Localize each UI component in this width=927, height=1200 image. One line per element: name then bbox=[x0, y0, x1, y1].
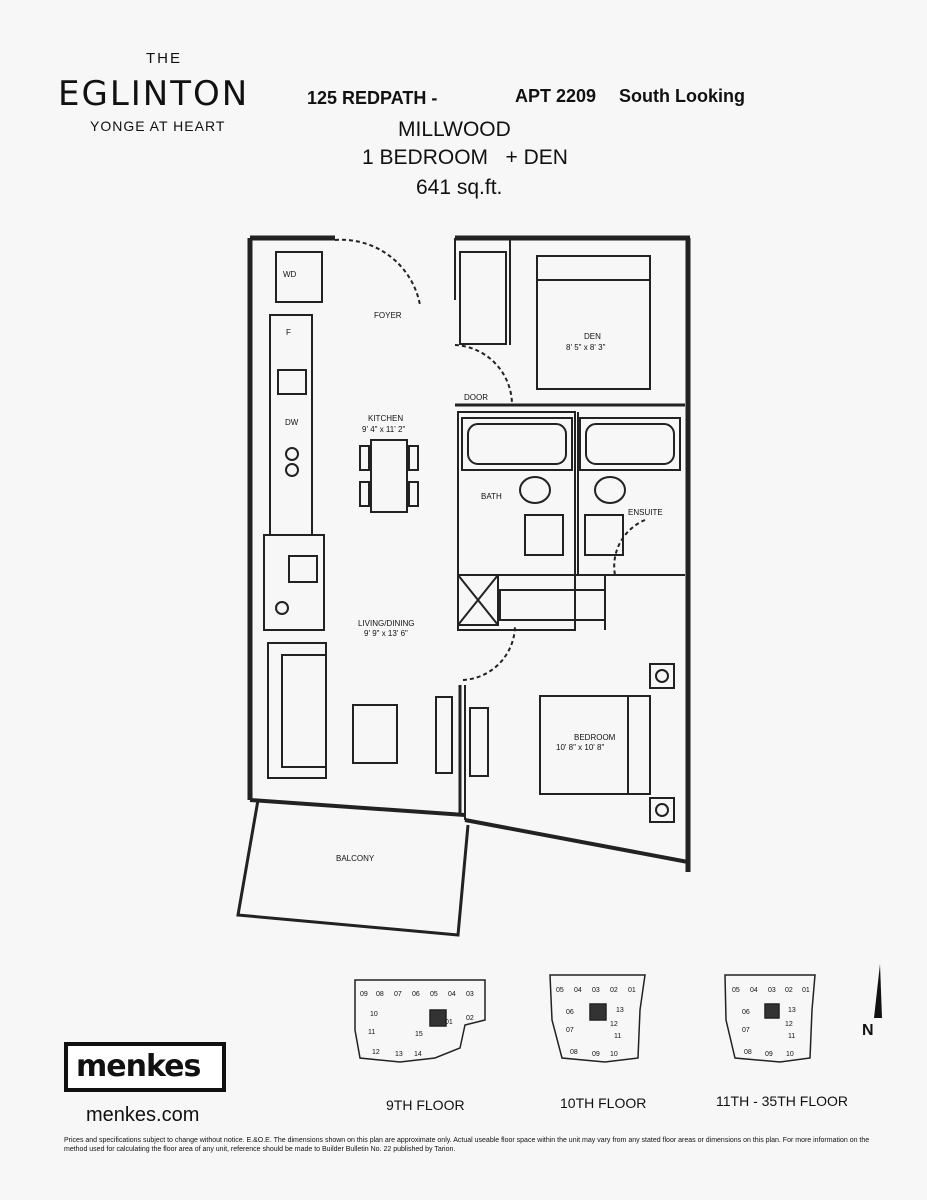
kp11-u03: 03 bbox=[768, 987, 776, 994]
disclaimer: Prices and specifications subject to cha… bbox=[64, 1137, 870, 1153]
kp11-u06: 06 bbox=[742, 1009, 750, 1016]
living-dining-label: LIVING/DINING bbox=[358, 619, 415, 628]
washer-dryer-label: WD bbox=[283, 270, 297, 279]
north-arrow-icon bbox=[874, 964, 882, 1018]
den-label: DEN bbox=[584, 332, 601, 341]
orientation: South Looking bbox=[619, 86, 745, 106]
bedroom-label: BEDROOM bbox=[574, 733, 616, 742]
kp11-u13: 13 bbox=[788, 1007, 796, 1014]
kp9-u04: 04 bbox=[448, 991, 456, 998]
ensuite-label: ENSUITE bbox=[628, 508, 663, 517]
brand-tagline: YONGE AT HEART bbox=[90, 118, 226, 134]
address: 125 REDPATH - bbox=[307, 88, 438, 108]
kp10-u01: 01 bbox=[628, 987, 636, 994]
kp9-u11: 11 bbox=[368, 1029, 375, 1036]
kp9-u09: 09 bbox=[360, 991, 368, 998]
keyplan-9-label: 9TH FLOOR bbox=[386, 1097, 465, 1113]
kp10-u11: 11 bbox=[614, 1033, 621, 1040]
kp11-u05: 05 bbox=[732, 987, 740, 994]
kitchen-label: KITCHEN bbox=[368, 414, 404, 423]
kp10-u13: 13 bbox=[616, 1007, 624, 1014]
bedroom-dimensions: 10' 8" x 10' 8" bbox=[556, 743, 605, 752]
kp11-u09: 09 bbox=[765, 1051, 773, 1058]
kp11-u04: 04 bbox=[750, 987, 758, 994]
kp11-u07: 07 bbox=[742, 1027, 750, 1034]
kp10-u05: 05 bbox=[556, 987, 564, 994]
kp9-u14: 14 bbox=[414, 1051, 422, 1058]
keyplan-11-35-label: 11TH - 35TH FLOOR bbox=[716, 1093, 848, 1109]
kp9-u13: 13 bbox=[395, 1051, 403, 1058]
kp11-u11: 11 bbox=[788, 1033, 795, 1040]
apartment-number: APT 2209 bbox=[515, 86, 597, 106]
model-name: MILLWOOD bbox=[398, 118, 511, 141]
kp11-u10: 10 bbox=[786, 1051, 794, 1058]
kp10-u10: 10 bbox=[610, 1051, 618, 1058]
brand-name: EGLINTON bbox=[58, 74, 250, 114]
kp10-u03: 03 bbox=[592, 987, 600, 994]
kp9-u01: 01 bbox=[445, 1019, 453, 1026]
kitchen-dimensions: 9' 4" x 11' 2" bbox=[362, 425, 406, 434]
kp9-u10: 10 bbox=[370, 1011, 378, 1018]
foyer-label: FOYER bbox=[374, 311, 402, 320]
kp10-u08: 08 bbox=[570, 1049, 578, 1056]
kp9-u05: 05 bbox=[430, 991, 438, 998]
kp10-u02: 02 bbox=[610, 987, 618, 994]
balcony-label: BALCONY bbox=[336, 854, 375, 863]
door-label: DOOR bbox=[464, 393, 488, 402]
north-label: N bbox=[862, 1022, 874, 1039]
kp10-u06: 06 bbox=[566, 1009, 574, 1016]
fridge-label: F bbox=[286, 328, 291, 337]
key-plans: 09 08 07 06 05 04 03 10 01 02 11 15 12 1… bbox=[354, 974, 816, 1063]
kp9-u12: 12 bbox=[372, 1049, 380, 1056]
kp11-u08: 08 bbox=[744, 1049, 752, 1056]
kp9-u15: 15 bbox=[415, 1031, 423, 1038]
kp10-u09: 09 bbox=[592, 1051, 600, 1058]
kp9-u08: 08 bbox=[376, 991, 384, 998]
kp11-u02: 02 bbox=[785, 987, 793, 994]
menkes-logo: menkes bbox=[64, 1042, 226, 1092]
bath-label: BATH bbox=[481, 492, 502, 501]
kp10-u04: 04 bbox=[574, 987, 582, 994]
kp11-u12: 12 bbox=[785, 1021, 793, 1028]
kp9-u07: 07 bbox=[394, 991, 402, 998]
living-dining-dimensions: 9' 9" x 13' 6" bbox=[364, 629, 408, 638]
menkes-logo-text: menkes bbox=[76, 1049, 201, 1084]
brand-the: THE bbox=[146, 50, 182, 67]
kp9-u03: 03 bbox=[466, 991, 474, 998]
kp10-u12: 12 bbox=[610, 1021, 618, 1028]
developer-website[interactable]: menkes.com bbox=[86, 1104, 200, 1126]
kp11-u01: 01 bbox=[802, 987, 810, 994]
kp9-u06: 06 bbox=[412, 991, 420, 998]
dishwasher-label: DW bbox=[285, 418, 299, 427]
kp9-u02: 02 bbox=[466, 1015, 474, 1022]
kp10-u07: 07 bbox=[566, 1027, 574, 1034]
unit-type: 1 BEDROOM + DEN bbox=[362, 146, 568, 169]
den-dimensions: 8' 5" x 8' 3" bbox=[566, 343, 606, 352]
keyplan-10-label: 10TH FLOOR bbox=[560, 1095, 647, 1111]
unit-area: 641 sq.ft. bbox=[416, 176, 503, 199]
